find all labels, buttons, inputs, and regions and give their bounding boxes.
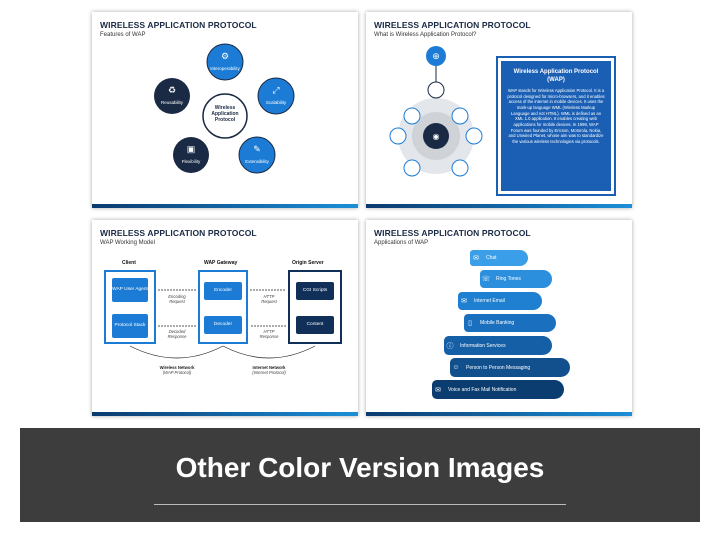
slide-title: WIRELESS APPLICATION PROTOCOL	[100, 228, 257, 238]
slide-what-is-wap[interactable]: WIRELESS APPLICATION PROTOCOL What is Wi…	[366, 12, 632, 208]
app-item-person-messaging: ☺Person to Person Messaging	[450, 358, 570, 377]
feature-label: Extensibility	[245, 159, 269, 164]
client-heading: Client	[122, 260, 136, 266]
feature-label: Interoperability	[210, 66, 240, 71]
banner-underline	[154, 504, 566, 505]
mobile-icon: ▯	[468, 320, 472, 327]
app-item-mobile-banking: ▯Mobile Banking	[464, 314, 556, 332]
email-icon: ✉	[461, 298, 467, 305]
origin-frame	[288, 270, 342, 344]
feature-interoperability	[206, 43, 244, 81]
gateway-frame	[198, 270, 248, 344]
recycle-icon: ♻	[168, 85, 176, 95]
protocol-stack-box: Protocol Stack	[112, 314, 148, 338]
card-title: Wireless Application Protocol (WAP)	[513, 69, 599, 83]
chat-icon: ✉	[473, 255, 479, 262]
network-icon: ⚙	[221, 51, 229, 61]
slide-applications-of-wap[interactable]: WIRELESS APPLICATION PROTOCOL Applicatio…	[366, 220, 632, 416]
chip-icon: ▣	[187, 144, 196, 154]
slide-title: WIRELESS APPLICATION PROTOCOL	[100, 20, 257, 30]
slide-title: WIRELESS APPLICATION PROTOCOL	[374, 228, 531, 238]
center-label: Wireless Application Protocol	[211, 105, 239, 123]
card-body: WAP stands for Wireless Application Prot…	[507, 88, 605, 145]
app-item-internet-email: ✉Internet Email	[458, 292, 542, 310]
app-item-chat: ✉Chat	[470, 250, 528, 266]
globe-icon: ⊕	[432, 51, 440, 61]
decoder-box: Decoder	[204, 316, 242, 334]
feature-label: Reusability	[160, 100, 183, 105]
slide-subtitle: Features of WAP	[100, 32, 146, 38]
wireless-network-label: Wireless Network(WAP Protocol)	[159, 365, 195, 376]
slide-footer-bar	[92, 204, 358, 208]
definition-card: Wireless Application Protocol (WAP) WAP …	[498, 58, 614, 194]
slide-features-of-wap[interactable]: WIRELESS APPLICATION PROTOCOL Features o…	[92, 12, 358, 208]
slide-wap-working-model[interactable]: WIRELESS APPLICATION PROTOCOL WAP Workin…	[92, 220, 358, 416]
client-frame	[104, 270, 156, 344]
wrench-icon: ✎	[253, 144, 261, 154]
slide-subtitle: WAP Working Model	[100, 240, 155, 246]
app-item-voice-fax: ✉Voice and Fax Mail Notification	[432, 380, 564, 399]
flow-arrows	[129, 289, 316, 359]
encoder-box: Encoder	[204, 282, 242, 300]
cgi-scripts-box: CGI Scripts	[296, 282, 334, 300]
slide-footer-bar	[366, 412, 632, 416]
content-box: Content	[296, 316, 334, 334]
feature-label: Scalability	[265, 100, 287, 105]
slide-title: WIRELESS APPLICATION PROTOCOL	[374, 20, 531, 30]
features-diagram: ⚙ ⤢ ✎ ▣ ♻	[154, 43, 295, 174]
slide-subtitle: What is Wireless Application Protocol?	[374, 32, 477, 38]
slide-footer-bar	[92, 412, 358, 416]
slide-subtitle: Applications of WAP	[374, 240, 429, 246]
banner-text: Other Color Version Images	[175, 452, 545, 483]
slide-footer-bar	[366, 204, 632, 208]
wap-devices-diagram: ⊕ ◉	[389, 46, 483, 177]
internet-network-label: Internet Network(Internet Protocol)	[252, 365, 286, 376]
wifi-icon: ◉	[433, 132, 440, 141]
phone-icon: ☏	[481, 276, 491, 283]
feature-label: Flexibility	[181, 159, 201, 164]
origin-heading: Origin Server	[292, 260, 324, 266]
other-color-banner: Other Color Version Images	[20, 428, 700, 522]
scale-icon: ⤢	[271, 85, 279, 95]
wap-user-agent-box: WAP User Agent	[112, 278, 148, 302]
mail-icon: ✉	[435, 386, 441, 394]
app-item-ring-tones: ☏Ring Tones	[480, 270, 552, 288]
gateway-heading: WAP Gateway	[204, 260, 238, 266]
people-icon: ☺	[452, 364, 460, 371]
info-icon: ⓘ	[446, 342, 454, 350]
